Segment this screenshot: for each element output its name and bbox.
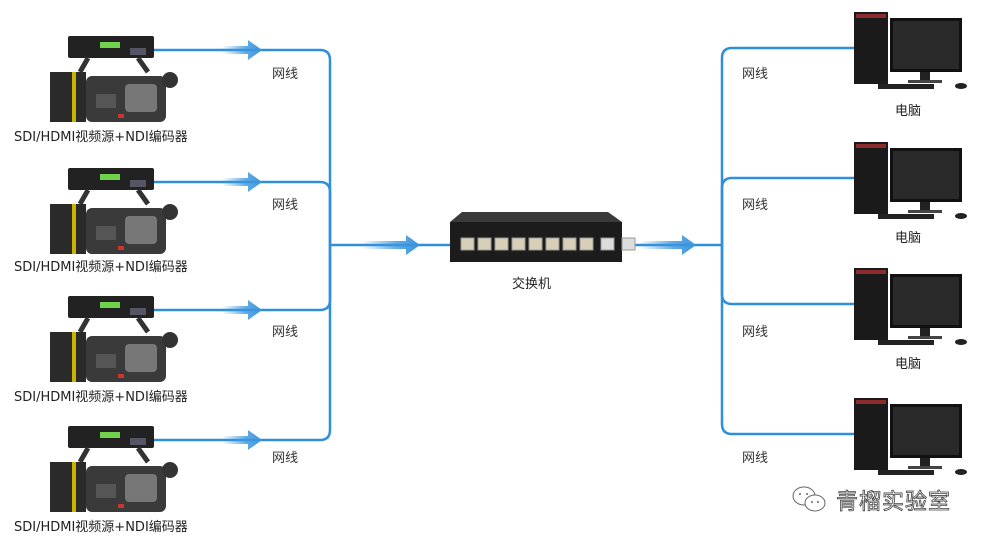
computer-icon <box>854 142 967 219</box>
source-caption: SDI/HDMI视频源+NDI编码器 <box>14 130 188 145</box>
arrow-icon <box>362 235 420 255</box>
camera-encoder-icon <box>50 168 178 254</box>
watermark-text: 青榴实验室 <box>836 490 952 516</box>
ethernet-port <box>621 237 636 251</box>
cable-label: 网线 <box>272 198 299 213</box>
arrow-icon <box>222 430 262 450</box>
ethernet-port <box>562 237 577 251</box>
computer-caption: 电脑 <box>895 231 922 246</box>
cable-line <box>720 245 860 436</box>
cable-label: 网线 <box>272 67 299 82</box>
watermark: 青榴实验室 <box>790 484 951 516</box>
ethernet-port <box>579 237 594 251</box>
cable-label: 网线 <box>272 325 299 340</box>
cable-line <box>150 245 332 312</box>
arrow-icon <box>222 40 262 60</box>
computer-caption: 电脑 <box>895 104 922 119</box>
cable-label: 网线 <box>742 198 769 213</box>
cable-line <box>720 176 860 245</box>
cable-label: 网线 <box>272 451 299 466</box>
switch-label: 交换机 <box>512 277 552 292</box>
cable-line <box>720 245 860 306</box>
computer-caption: 电脑 <box>895 357 922 372</box>
ethernet-port <box>545 237 560 251</box>
camera-encoder-icon <box>50 36 178 122</box>
ethernet-port <box>460 237 475 251</box>
camera-encoder-icon <box>50 296 178 382</box>
arrow-icon <box>222 300 262 320</box>
source-caption: SDI/HDMI视频源+NDI编码器 <box>14 390 188 405</box>
computer-icon <box>854 12 967 89</box>
ethernet-port <box>494 237 509 251</box>
network-switch-icon <box>450 212 636 262</box>
arrow-icon <box>640 235 696 255</box>
ethernet-port <box>477 237 492 251</box>
wechat-icon <box>792 486 826 512</box>
cable-label: 网线 <box>742 325 769 340</box>
arrow-icon <box>222 172 262 192</box>
camera-encoder-icon <box>50 426 178 512</box>
computer-icon <box>854 268 967 345</box>
computer-icon <box>854 398 967 475</box>
ethernet-port <box>600 237 615 251</box>
source-caption: SDI/HDMI视频源+NDI编码器 <box>14 260 188 275</box>
cable-line <box>720 46 860 245</box>
source-caption: SDI/HDMI视频源+NDI编码器 <box>14 520 188 535</box>
cable-line <box>150 48 332 245</box>
cable-label: 网线 <box>742 451 769 466</box>
cable-line <box>150 180 332 245</box>
ethernet-port <box>528 237 543 251</box>
ethernet-port <box>511 237 526 251</box>
cable-label: 网线 <box>742 67 769 82</box>
cable-line <box>150 245 332 442</box>
